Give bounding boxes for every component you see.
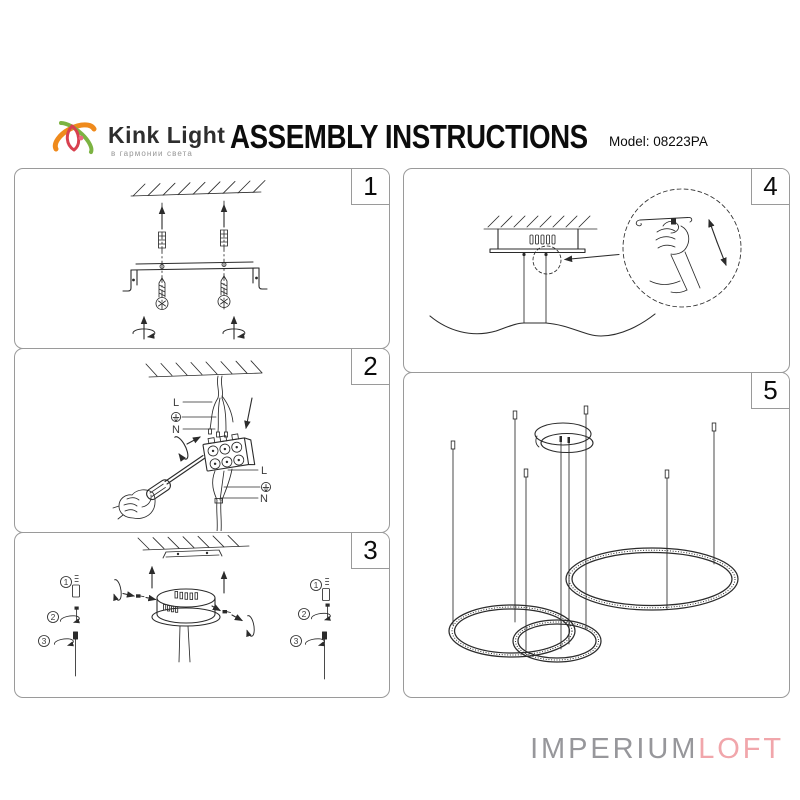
step-number-3: 3: [351, 533, 389, 569]
brand-tagline: в гармонии света: [111, 149, 193, 158]
step3-diagram: 1 2 3 1 2: [38, 534, 388, 680]
ring-curve: [429, 313, 656, 337]
step-number-1: 1: [351, 169, 389, 205]
side-screw-right: [211, 604, 256, 637]
part-step-1: 1: [64, 577, 69, 587]
model-label: Model: 08223PA: [609, 134, 708, 149]
detail-circle: [532, 245, 562, 275]
insert-arrow: [244, 397, 253, 430]
ring-medium: [448, 604, 576, 658]
step-number-2: 2: [351, 349, 389, 385]
watermark-imperium: IMPERIUM: [530, 733, 699, 765]
rotation-arrows: [133, 315, 245, 340]
wire-labels-top: L N: [170, 397, 217, 436]
earth-icon: [260, 481, 272, 493]
rotation-arrow: [171, 435, 201, 461]
up-arrows: [148, 565, 228, 594]
panel-step-2: 2 L N: [14, 348, 390, 533]
step2-diagram: L N: [112, 360, 272, 531]
ceiling-hatch: [483, 215, 598, 230]
page-title: ASSEMBLY INSTRUCTIONS: [230, 118, 588, 155]
earth-icon: [170, 411, 182, 423]
part-step-2: 2: [51, 612, 56, 622]
zoom-bubble: [622, 188, 742, 308]
suspension-cables: [522, 252, 548, 324]
part-step-3: 3: [42, 636, 47, 646]
brand-logo-icon: [52, 121, 97, 154]
panel-step-3: 3: [14, 532, 390, 698]
ring-small: [512, 619, 602, 663]
neutral-label: N: [172, 424, 180, 436]
panel-step-4: 4: [403, 168, 790, 373]
canopy: [151, 588, 221, 663]
vent-slots: [163, 591, 199, 613]
adjust-arrow: [708, 218, 727, 267]
parts-list-left: 1 2 3: [38, 575, 80, 677]
panel-step-5: 5: [403, 372, 790, 698]
brand-name: Kink Light: [108, 122, 226, 148]
screw-icon: [155, 275, 231, 310]
ceiling-cable: [208, 375, 234, 438]
step4-diagram: [429, 188, 742, 337]
step-number-5: 5: [751, 373, 789, 409]
wall-anchor-icon: [158, 229, 228, 249]
step-number-4: 4: [751, 169, 789, 205]
canopy-box: [489, 228, 586, 254]
hand: [649, 220, 701, 294]
centerlines: [161, 200, 225, 310]
detail-leader-arrow: [563, 253, 620, 263]
up-arrows: [158, 203, 228, 230]
ceiling-hatch: [130, 180, 266, 197]
mounting-bracket: [122, 261, 268, 292]
ceiling-hatch: [137, 534, 250, 551]
ceiling-hatch: [145, 360, 263, 378]
ring-large: [565, 547, 739, 611]
part-step-3: 3: [294, 636, 299, 646]
live-label: L: [261, 465, 267, 477]
step1-diagram: [122, 180, 268, 340]
parts-list-right: 1 2 3: [290, 578, 331, 680]
mounted-bracket: [162, 549, 223, 559]
watermark-loft: LOFT: [698, 733, 784, 765]
vent-slots: [529, 234, 556, 245]
fixture-cable: [212, 468, 233, 531]
watermark: IMPERIUMLOFT: [530, 733, 784, 766]
suspension-cables: [450, 405, 717, 651]
terminal-block: [202, 433, 256, 472]
live-label: L: [173, 397, 179, 409]
panel-step-1: 1: [14, 168, 390, 349]
wire-labels-bottom: L N: [220, 465, 272, 505]
neutral-label: N: [260, 493, 268, 505]
canopy: [534, 422, 594, 454]
hand: [112, 489, 156, 520]
step5-diagram: [448, 405, 739, 663]
side-screw-left: [111, 579, 157, 601]
part-step-2: 2: [302, 609, 307, 619]
part-step-1: 1: [314, 580, 319, 590]
